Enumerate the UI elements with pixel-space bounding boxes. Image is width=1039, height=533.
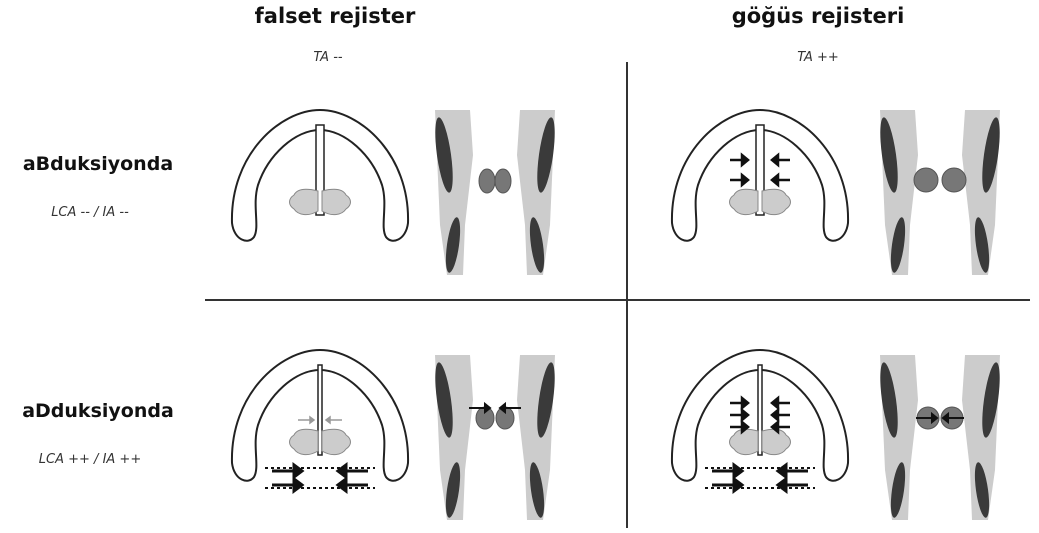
tissue-falset-abduction bbox=[432, 110, 558, 275]
larynx-falset-adduction bbox=[232, 350, 408, 491]
tissue-falset-adduction bbox=[432, 355, 558, 520]
tissue-chest-adduction bbox=[877, 355, 1003, 520]
larynx-falset-abduction bbox=[232, 110, 408, 241]
tissue-chest-abduction bbox=[877, 110, 1003, 275]
larynx-chest-adduction bbox=[672, 350, 848, 491]
larynx-chest-abduction bbox=[672, 110, 848, 241]
